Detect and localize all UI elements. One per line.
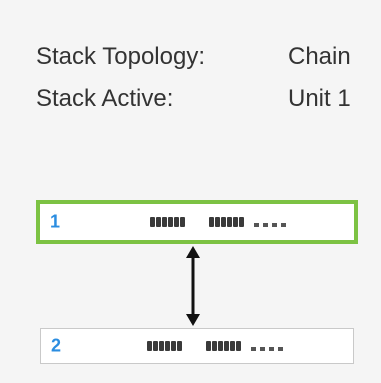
stack-unit-1[interactable]: 1 <box>36 200 358 244</box>
stack-active-value: Unit 1 <box>288 85 351 112</box>
port-group-icon <box>150 217 286 227</box>
stack-active-row: Stack Active: Unit 1 <box>36 85 351 113</box>
stack-topology-label: Stack Topology: <box>36 43 205 70</box>
port-group-icon <box>147 341 283 351</box>
stack-topology-value: Chain <box>288 43 351 70</box>
unit-number: 1 <box>50 211 61 232</box>
stack-active-label: Stack Active: <box>36 85 174 112</box>
stack-unit-2[interactable]: 2 <box>40 328 354 364</box>
stack-topology-row: Stack Topology: Chain <box>36 43 351 71</box>
unit-number: 2 <box>51 335 62 356</box>
double-arrow-vertical-icon <box>186 246 200 326</box>
